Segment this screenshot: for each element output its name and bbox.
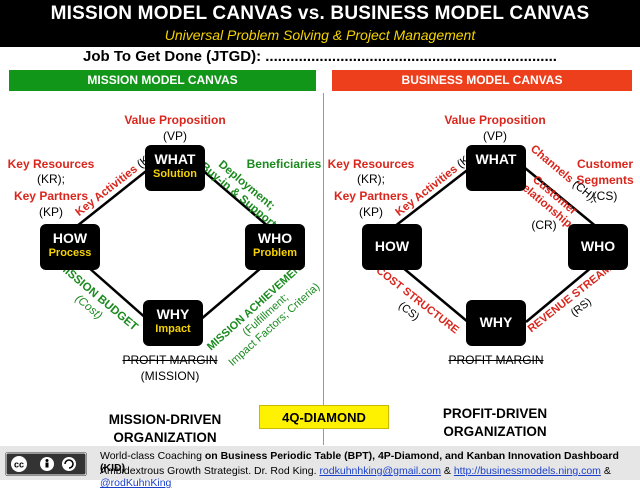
right-node-who: WHO xyxy=(568,224,628,270)
right-line-how-why xyxy=(395,261,469,323)
center-divider xyxy=(323,93,324,445)
business-model-banner: BUSINESS MODEL CANVAS xyxy=(332,70,632,91)
4q-diamond-box: 4Q-DIAMOND xyxy=(259,405,389,429)
right-value-prop: Value Proposition xyxy=(444,113,546,127)
cc-by-sa-icon: cc xyxy=(5,452,87,476)
left-node-how: HOW Process xyxy=(40,224,100,270)
right-customer-segments-2: Segments xyxy=(576,173,634,187)
svg-text:cc: cc xyxy=(14,460,24,470)
right-key-resources-abbr: (KR); xyxy=(357,172,385,186)
right-node-what: WHAT xyxy=(466,145,526,191)
right-org-line1: PROFIT-DRIVEN xyxy=(442,406,548,421)
right-key-partners: Key Partners xyxy=(333,189,409,203)
footer-bar xyxy=(0,446,640,480)
right-line-why-who xyxy=(525,261,599,323)
right-value-prop-abbr: (VP) xyxy=(483,129,507,143)
right-key-partners-abbr: (KP) xyxy=(359,205,383,219)
left-profit-margin-sub: (MISSION) xyxy=(140,369,200,383)
footer-sep-2: & xyxy=(600,465,611,477)
left-node-what: WHAT Solution xyxy=(145,145,205,191)
left-node-why: WHY Impact xyxy=(143,300,203,346)
mission-model-banner: MISSION MODEL CANVAS xyxy=(9,70,316,91)
right-node-what-title: WHAT xyxy=(475,151,517,167)
left-profit-margin: PROFIT MARGIN xyxy=(122,353,218,367)
footer-line-2: Ambidextrous Growth Strategist. Dr. Rod … xyxy=(100,465,640,489)
page-title: MISSION MODEL CANVAS vs. BUSINESS MODEL … xyxy=(50,3,590,24)
right-node-why: WHY xyxy=(466,300,526,346)
right-line-how-what xyxy=(389,167,471,231)
left-key-partners: Key Partners xyxy=(13,189,89,203)
footer-line2-pre: Ambidextrous Growth Strategist. Dr. Rod … xyxy=(100,465,320,477)
right-node-how-title: HOW xyxy=(374,238,410,254)
left-node-who-sub: Problem xyxy=(252,247,297,259)
left-node-why-title: WHY xyxy=(156,306,190,322)
left-node-what-title: WHAT xyxy=(154,151,196,167)
left-value-prop-abbr: (VP) xyxy=(163,129,187,143)
right-key-resources: Key Resources xyxy=(327,157,415,171)
right-customer-segments-abbr: (CS) xyxy=(592,189,618,203)
left-value-prop: Value Proposition xyxy=(124,113,226,127)
left-node-how-title: HOW xyxy=(52,230,88,246)
right-customer-rel-abbr: (CR) xyxy=(531,218,557,232)
right-node-how: HOW xyxy=(362,224,422,270)
page-subtitle: Universal Problem Solving & Project Mana… xyxy=(164,27,476,43)
footer-email-link[interactable]: rodkuhnhking@gmail.com xyxy=(319,465,441,477)
right-profit-margin: PROFIT MARGIN xyxy=(448,353,544,367)
footer-line1-pre: World-class Coaching xyxy=(100,450,205,462)
left-key-partners-abbr: (KP) xyxy=(39,205,63,219)
left-node-why-sub: Impact xyxy=(155,323,191,335)
footer-url-link[interactable]: http://businessmodels.ning.com xyxy=(453,465,601,477)
left-org-line2: ORGANIZATION xyxy=(113,430,217,445)
header-bar xyxy=(0,0,640,47)
left-line-what-who xyxy=(199,167,271,229)
jtgd-line: Job To Get Done (JTGD): ................… xyxy=(83,48,557,65)
left-key-resources: Key Resources xyxy=(7,157,95,171)
left-org-label: MISSION-DRIVEN ORGANIZATION xyxy=(80,411,250,447)
left-key-resources-abbr: (KR); xyxy=(37,172,65,186)
footer-line1-bold: on Business Periodic Table (BPT), 4P-Dia… xyxy=(100,450,619,474)
right-line-what-who xyxy=(524,167,599,229)
creative-commons-badge: cc xyxy=(5,452,87,476)
left-line-how-what xyxy=(71,167,151,231)
right-node-who-title: WHO xyxy=(580,238,616,254)
left-node-who-title: WHO xyxy=(257,230,293,246)
left-node-how-sub: Process xyxy=(48,247,92,259)
right-customer-segments: Customer xyxy=(576,157,633,171)
left-line-why-who xyxy=(199,261,269,321)
right-org-line2: ORGANIZATION xyxy=(443,424,547,439)
left-node-who: WHO Problem xyxy=(245,224,305,270)
footer-handle-link[interactable]: @rodKuhnKing xyxy=(100,477,172,489)
footer-sep-1: & xyxy=(441,465,454,477)
left-org-line1: MISSION-DRIVEN xyxy=(108,412,222,427)
right-node-why-title: WHY xyxy=(479,314,513,330)
left-node-what-sub: Solution xyxy=(153,168,197,180)
footer-line-1: World-class Coaching on Business Periodi… xyxy=(100,450,640,474)
left-beneficiaries: Beneficiaries xyxy=(246,157,322,171)
right-org-label: PROFIT-DRIVEN ORGANIZATION xyxy=(410,405,580,441)
left-line-how-why xyxy=(79,259,149,321)
